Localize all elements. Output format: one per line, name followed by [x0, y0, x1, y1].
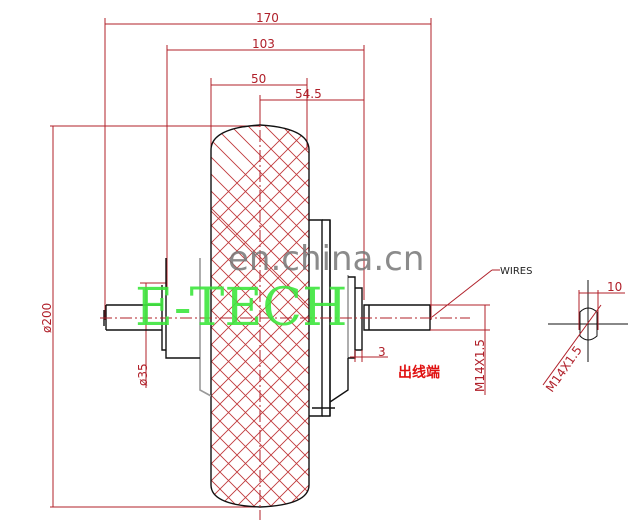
step-dimension: 3 — [350, 345, 388, 362]
dim-overall-width: 170 — [256, 11, 279, 25]
crosshatch-pattern — [211, 125, 309, 507]
wires-label: WIRES — [500, 266, 532, 277]
wires-callout: WIRES — [431, 266, 532, 318]
dim-hub-width: 103 — [252, 37, 275, 51]
top-dimensions: 170 103 50 54.5 — [104, 11, 432, 320]
tire — [210, 124, 310, 508]
dim-step: 3 — [378, 345, 386, 359]
brand-watermark: E-TECH — [135, 278, 347, 338]
thread-dimension: M14X1.5 — [430, 304, 490, 395]
dim-wheel-diameter: ø200 — [40, 303, 54, 333]
tire-outline — [210, 124, 310, 508]
dim-thread: M14X1.5 — [473, 339, 487, 392]
dim-center-to-hub: 54.5 — [295, 87, 322, 101]
wire-exit-label: 出线端 — [398, 364, 440, 381]
dim-tire-width: 50 — [251, 72, 266, 86]
diameter-dimension: ø200 ø35 — [40, 125, 260, 508]
hub-left — [103, 258, 212, 397]
shaft-detail: 10 M14X1.5 — [542, 280, 628, 395]
dim-shaft-diameter: ø35 — [136, 363, 150, 386]
centerlines — [100, 110, 470, 520]
dim-flat-width: 10 — [607, 280, 622, 294]
dim-thread-detail: M14X1.5 — [543, 343, 585, 394]
site-watermark: en.china.cn — [228, 239, 424, 279]
